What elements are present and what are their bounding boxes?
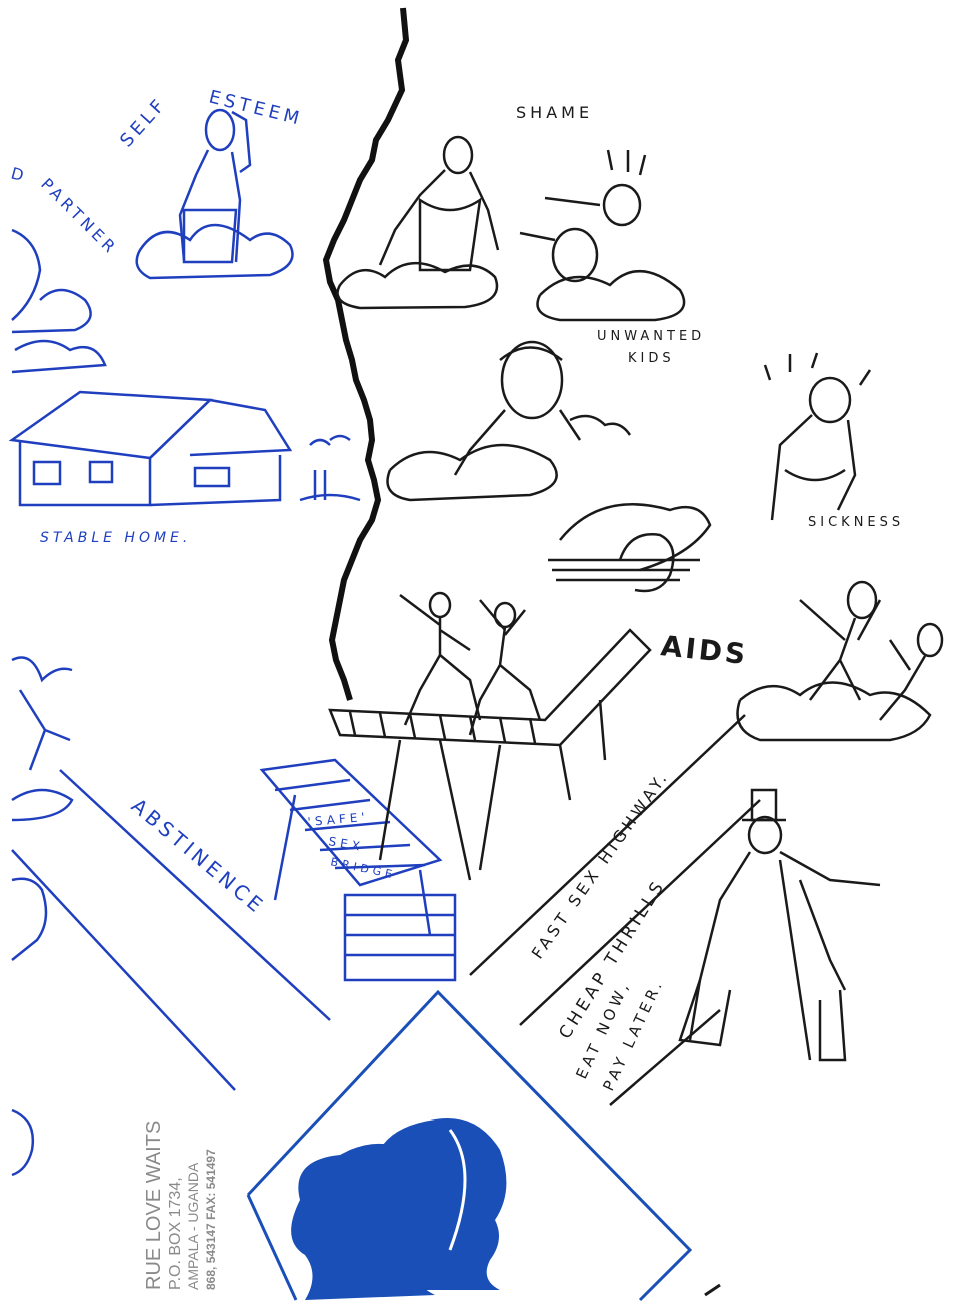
aids-monster	[548, 504, 710, 591]
label-bridge-safe: 'SAFE'	[307, 810, 369, 829]
label-self: SELF	[116, 93, 171, 151]
unwanted-kids-woman	[388, 342, 631, 500]
label-esteem: ESTEEM	[207, 86, 305, 130]
label-bridge-bridge: BRIDGE	[329, 855, 397, 882]
fast-bridge	[330, 630, 650, 880]
waving-figures	[738, 582, 943, 740]
true-love-waits-logo	[248, 992, 720, 1300]
label-abstinence: ABSTINENCE	[127, 793, 270, 919]
label-stable-home: STABLE HOME.	[40, 530, 191, 546]
left-edge-figures	[12, 658, 72, 1176]
label-bridge-sex: SEX	[327, 834, 364, 854]
divide-crack	[326, 8, 406, 700]
ashamed-woman	[338, 137, 499, 308]
partner-figure	[12, 230, 105, 372]
label-kids: KIDS	[628, 351, 675, 366]
label-sickness: SICKNESS	[808, 515, 904, 530]
stable-home-house	[12, 392, 360, 505]
pointing-heads	[520, 150, 684, 320]
address-line2: P.O. BOX 1734,	[167, 1177, 184, 1290]
address-line3: AMPALA - UGANDA	[185, 1162, 201, 1290]
address-line1: RUE LOVE WAITS	[143, 1121, 165, 1290]
address-line4: 868, 543147 FAX: 541497	[204, 1149, 218, 1290]
label-partner-prefix: D	[9, 164, 30, 187]
label-fast-sex-highway: FAST SEX HIGHWAY.	[528, 767, 673, 963]
self-esteem-woman	[137, 110, 293, 278]
label-aids: AIDS	[659, 629, 749, 671]
label-shame: SHAME	[516, 103, 593, 122]
label-partner: PARTNER	[37, 174, 121, 258]
sickness-man	[765, 353, 870, 520]
label-unwanted: UNWANTED	[597, 329, 705, 344]
